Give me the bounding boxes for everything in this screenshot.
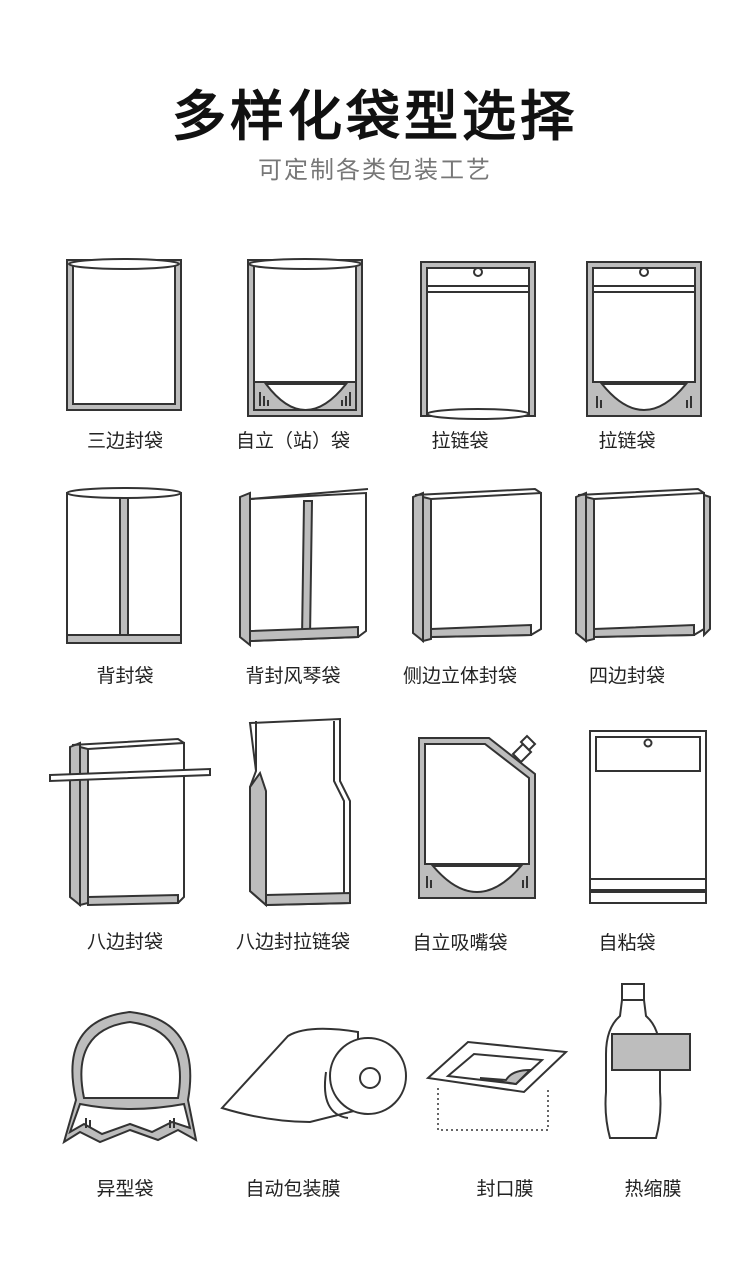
side-gusset-bag-icon <box>412 487 542 644</box>
bag-type-label: 背封风琴袋 <box>245 665 341 687</box>
bag-type-label: 侧边立体封袋 <box>402 665 517 687</box>
four-side-seal-bag-icon <box>575 487 711 644</box>
back-seal-bag-icon <box>66 487 182 644</box>
lidding-film-icon <box>425 1040 569 1131</box>
bag-type-label: 热缩膜 <box>624 1178 682 1200</box>
eight-side-zipper-bag-icon <box>248 717 351 908</box>
packaging-film-roll-icon <box>220 1027 407 1124</box>
eight-side-seal-bag-icon <box>49 737 211 908</box>
stand-up-pouch-icon <box>247 258 363 417</box>
bag-type-label: 八边封拉链袋 <box>235 931 350 953</box>
bag-type-label: 异型袋 <box>96 1178 154 1200</box>
bag-type-label: 三边封袋 <box>86 430 163 452</box>
bag-type-label: 八边封袋 <box>86 931 163 953</box>
shrink-film-bottle-icon <box>604 983 691 1139</box>
bag-type-label: 自动包装膜 <box>245 1178 341 1200</box>
self-adhesive-bag-icon <box>589 730 707 904</box>
bag-type-label: 拉链袋 <box>598 430 656 452</box>
page-subtitle: 可定制各类包装工艺 <box>258 156 492 184</box>
three-side-seal-bag-icon <box>66 258 182 411</box>
zipper-bag-icon <box>420 261 536 420</box>
bag-type-label: 拉链袋 <box>431 430 489 452</box>
bag-type-label: 封口膜 <box>476 1178 534 1200</box>
bag-type-label: 背封袋 <box>96 665 154 687</box>
bag-type-label: 自立（站）袋 <box>235 430 350 452</box>
page-title: 多样化袋型选择 <box>172 85 578 148</box>
spout-pouch-icon <box>418 734 537 899</box>
back-seal-gusset-bag-icon <box>239 488 369 648</box>
stand-up-zipper-bag-icon <box>586 261 702 417</box>
bag-type-label: 自立吸嘴袋 <box>412 932 508 954</box>
bag-type-label: 自粘袋 <box>598 932 656 954</box>
shaped-bag-icon <box>62 1010 198 1145</box>
bag-type-label: 四边封袋 <box>588 665 665 687</box>
